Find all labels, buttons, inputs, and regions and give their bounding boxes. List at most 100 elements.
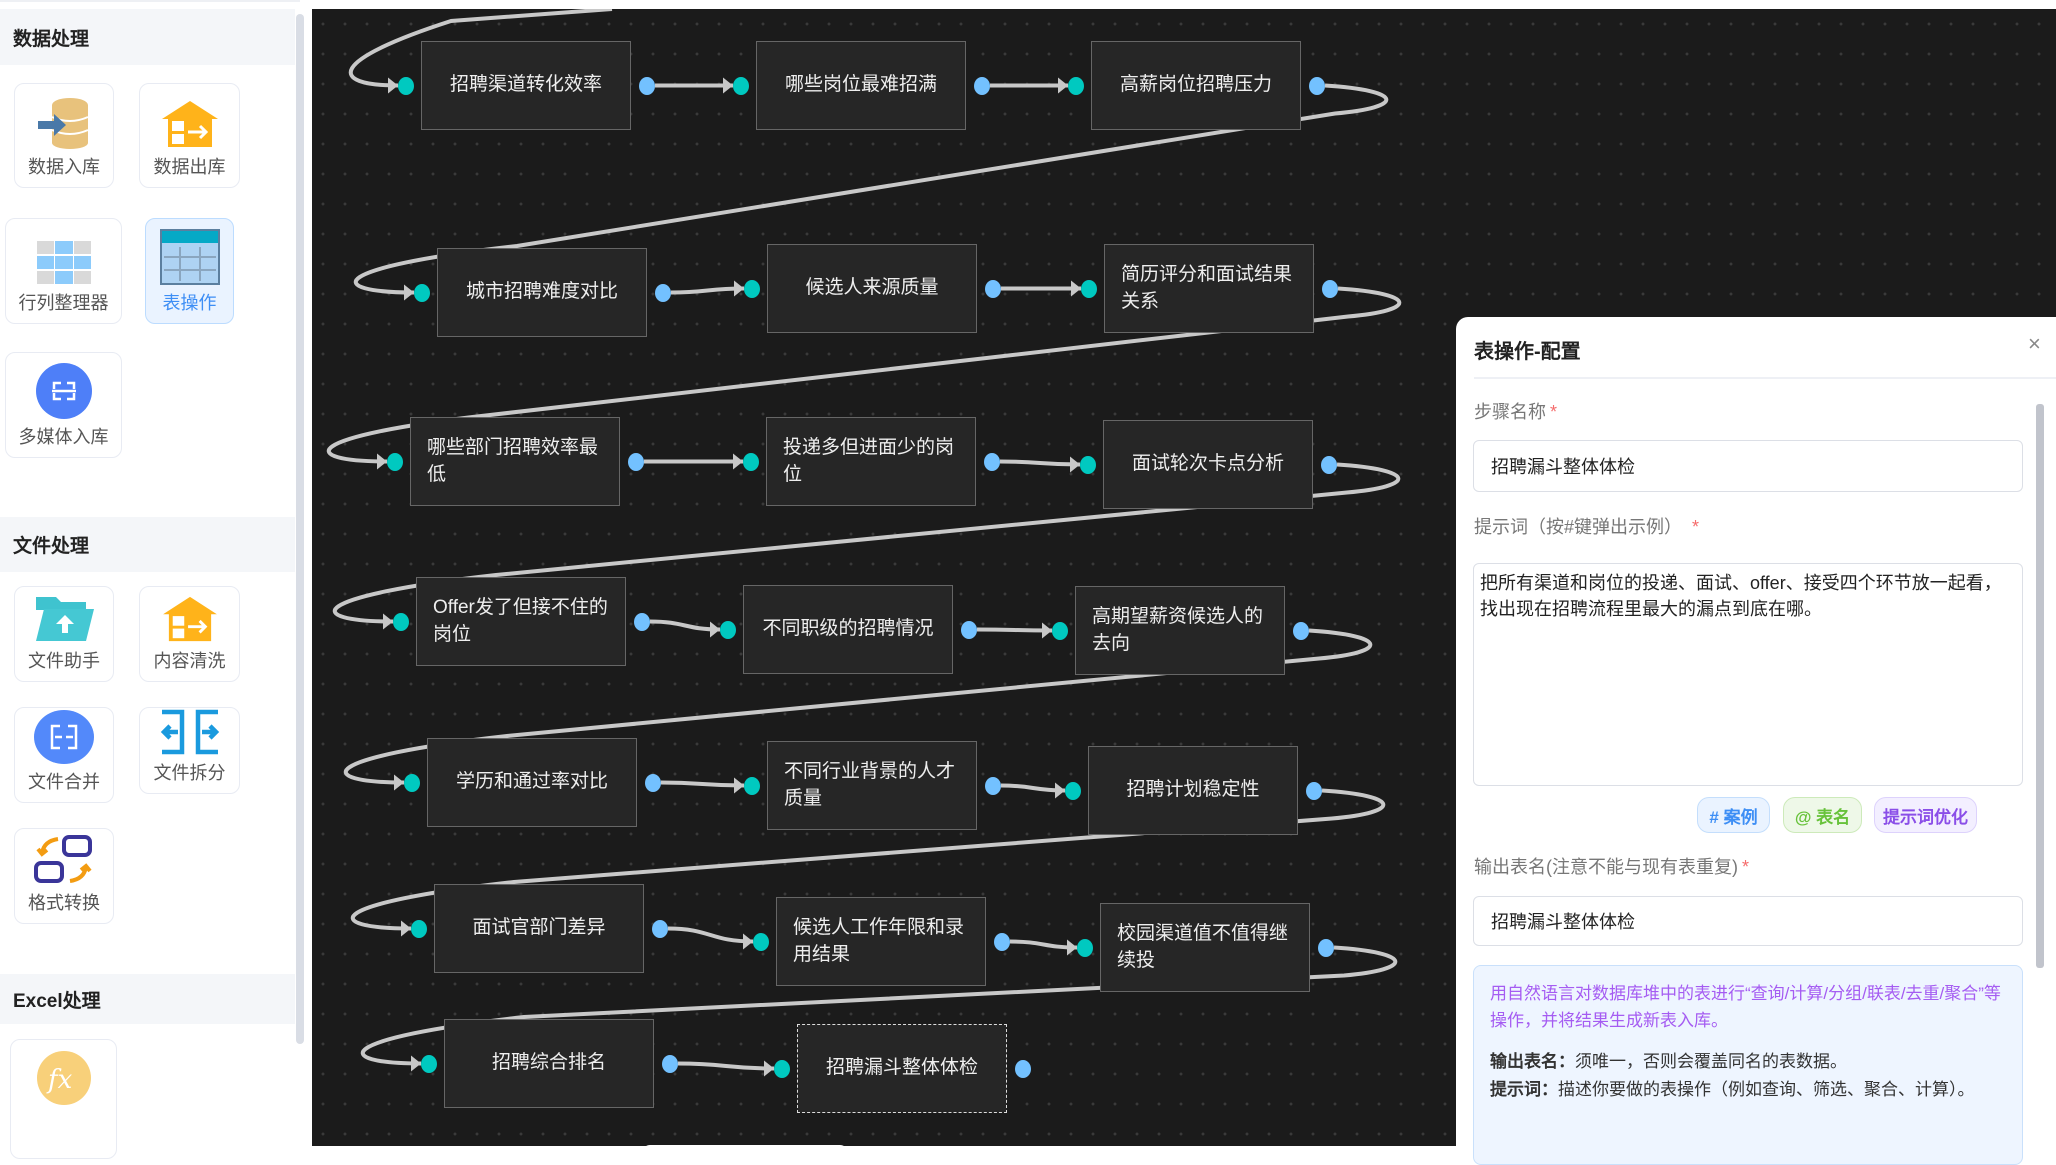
examples-button[interactable]: # 案例 — [1697, 797, 1770, 833]
input-port[interactable] — [1077, 938, 1093, 957]
tool-label: 格式转换 — [28, 893, 100, 913]
input-port[interactable] — [398, 76, 414, 95]
input-port[interactable] — [753, 932, 769, 951]
workflow-node[interactable]: 招聘漏斗整体体检 — [797, 1024, 1007, 1113]
workflow-node[interactable]: 面试轮次卡点分析 — [1103, 420, 1313, 509]
arrow-head-icon — [1058, 77, 1068, 94]
input-port[interactable] — [733, 76, 749, 95]
tool-table-operation[interactable]: 表操作 — [145, 218, 234, 324]
output-port[interactable] — [961, 620, 977, 639]
output-port[interactable] — [628, 452, 644, 471]
output-port[interactable] — [655, 283, 671, 302]
output-port[interactable] — [1321, 455, 1337, 474]
workflow-node[interactable]: 哪些部门招聘效率最低 — [410, 417, 620, 506]
output-port[interactable] — [1015, 1059, 1031, 1078]
input-port[interactable] — [720, 620, 736, 639]
tool-multimedia-import[interactable]: 多媒体入库 — [5, 352, 122, 458]
connection-wire[interactable] — [649, 619, 721, 632]
arrow-head-icon — [743, 933, 753, 950]
connection-wire[interactable] — [667, 926, 754, 944]
output-port[interactable] — [985, 279, 1001, 298]
workflow-node[interactable]: 投递多但进面少的岗位 — [766, 417, 976, 506]
tool-excel-formula[interactable]: fx — [10, 1039, 117, 1159]
step-name-label: 步骤名称* — [1474, 398, 1557, 424]
output-port[interactable] — [662, 1054, 678, 1073]
tool-row-column-organizer[interactable]: 行列整理器 — [5, 218, 122, 324]
panel-scrollbar[interactable] — [2036, 404, 2044, 968]
close-icon[interactable]: × — [2028, 331, 2041, 356]
output-port[interactable] — [1309, 76, 1325, 95]
tool-content-cleaning[interactable]: 内容清洗 — [139, 586, 240, 682]
workflow-node[interactable]: 招聘计划稳定性 — [1088, 746, 1298, 835]
workflow-node[interactable]: 面试官部门差异 — [434, 884, 644, 973]
workflow-node[interactable]: 招聘综合排名 — [444, 1019, 654, 1108]
output-port[interactable] — [1293, 621, 1309, 640]
input-port[interactable] — [387, 452, 403, 471]
input-port[interactable] — [1081, 279, 1097, 298]
output-port[interactable] — [1318, 938, 1334, 957]
output-port[interactable] — [652, 919, 668, 938]
connection-wire[interactable] — [976, 627, 1053, 633]
tool-label: 文件助手 — [28, 651, 100, 671]
convert-icon — [34, 835, 92, 883]
workflow-node[interactable]: 城市招聘难度对比 — [437, 248, 647, 337]
step-name-input[interactable]: 招聘漏斗整体体检 — [1473, 440, 2023, 492]
database-import-icon — [38, 98, 89, 149]
output-port[interactable] — [974, 76, 990, 95]
output-port[interactable] — [645, 773, 661, 792]
workflow-node[interactable]: 不同职级的招聘情况 — [743, 585, 953, 674]
workflow-node[interactable]: 不同行业背景的人才质量 — [767, 741, 977, 830]
input-port[interactable] — [414, 283, 430, 302]
output-port[interactable] — [634, 612, 650, 631]
output-port[interactable] — [994, 932, 1010, 951]
panel-title: 表操作-配置 — [1474, 341, 1581, 363]
tool-format-convert[interactable]: 格式转换 — [14, 828, 114, 924]
input-port[interactable] — [421, 1054, 437, 1073]
input-port[interactable] — [744, 776, 760, 795]
connection-wire[interactable] — [999, 459, 1081, 467]
input-port[interactable] — [1080, 455, 1096, 474]
workflow-node[interactable]: 高薪岗位招聘压力 — [1091, 41, 1301, 130]
input-port[interactable] — [1068, 76, 1084, 95]
tool-file-merge[interactable]: 文件合并 — [14, 707, 114, 803]
prompt-optimize-button[interactable]: 提示词优化 — [1874, 797, 1977, 833]
connection-wire[interactable] — [348, 9, 613, 88]
tool-file-assistant[interactable]: 文件助手 — [14, 586, 114, 682]
table-name-button[interactable]: @ 表名 — [1783, 797, 1862, 833]
output-port[interactable] — [1306, 781, 1322, 800]
arrow-head-icon — [764, 1060, 774, 1077]
prompt-textarea[interactable]: 把所有渠道和岗位的投递、面试、offer、接受四个环节放一起看，找出现在招聘流程… — [1473, 563, 2023, 786]
workflow-node[interactable]: 简历评分和面试结果关系 — [1104, 244, 1314, 333]
tool-file-split[interactable]: 文件拆分 — [139, 707, 240, 794]
connection-wire[interactable] — [1009, 939, 1078, 950]
input-port[interactable] — [411, 919, 427, 938]
output-port[interactable] — [984, 452, 1000, 471]
input-port[interactable] — [404, 773, 420, 792]
connection-wire[interactable] — [677, 1061, 775, 1071]
input-port[interactable] — [743, 452, 759, 471]
output-port[interactable] — [1322, 279, 1338, 298]
input-port[interactable] — [774, 1059, 790, 1078]
input-port[interactable] — [1065, 781, 1081, 800]
workflow-node[interactable]: 候选人来源质量 — [767, 244, 977, 333]
workflow-node[interactable]: 候选人工作年限和录用结果 — [776, 897, 986, 986]
sidebar-scrollbar[interactable] — [296, 14, 304, 1044]
input-port[interactable] — [393, 612, 409, 631]
workflow-node[interactable]: Offer发了但接不住的岗位 — [416, 577, 626, 666]
tool-data-import[interactable]: 数据入库 — [14, 83, 114, 188]
output-port[interactable] — [639, 76, 655, 95]
workflow-node[interactable]: 招聘渠道转化效率 — [421, 41, 631, 130]
workflow-node[interactable]: 哪些岗位最难招满 — [756, 41, 966, 130]
input-port[interactable] — [1052, 621, 1068, 640]
help-output: 输出表名：须唯一，否则会覆盖同名的表数据。 — [1490, 1048, 2006, 1075]
scan-icon — [35, 363, 92, 419]
connection-wire[interactable] — [670, 286, 745, 295]
workflow-node[interactable]: 校园渠道值不值得继续投 — [1100, 903, 1310, 992]
input-port[interactable] — [744, 279, 760, 298]
output-port[interactable] — [985, 776, 1001, 795]
workflow-node[interactable]: 高期望薪资候选人的去向 — [1075, 586, 1285, 675]
connection-wire[interactable] — [660, 780, 745, 788]
workflow-node[interactable]: 学历和通过率对比 — [427, 738, 637, 827]
tool-data-export[interactable]: 数据出库 — [139, 83, 240, 188]
output-name-input[interactable]: 招聘漏斗整体体检 — [1473, 896, 2023, 946]
